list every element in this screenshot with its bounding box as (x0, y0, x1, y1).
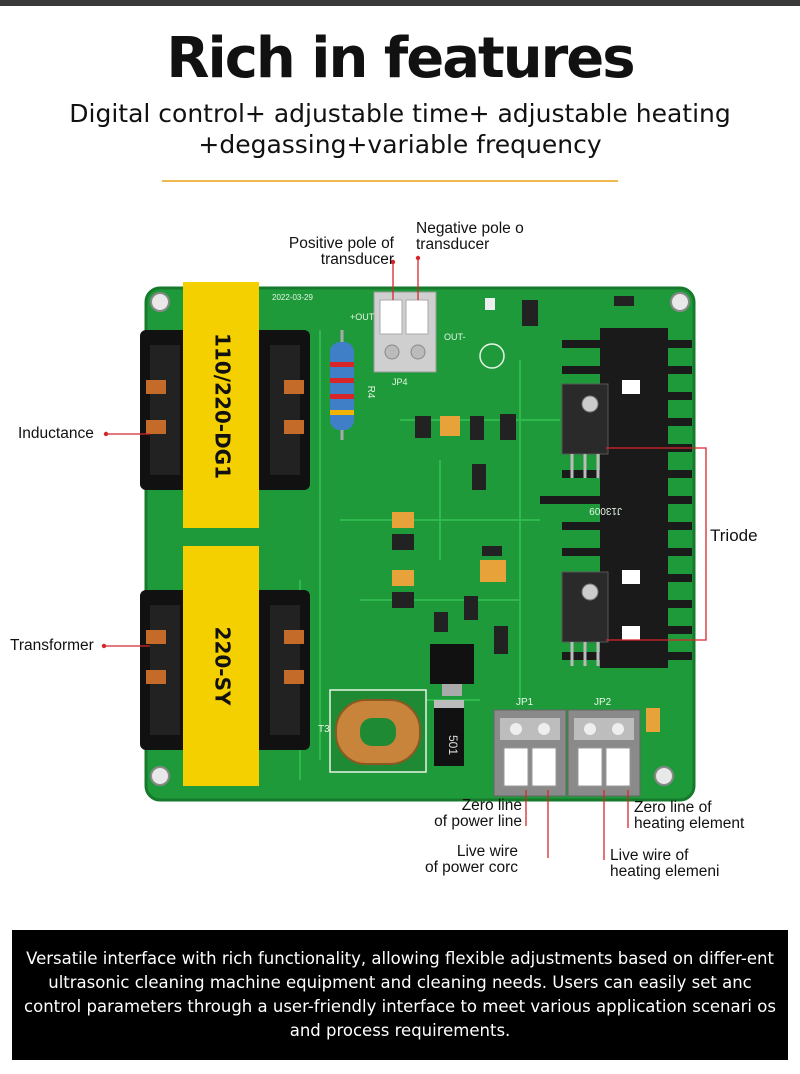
label-zero-line-heating: Zero line of heating element (634, 799, 745, 832)
connector-marking: JP4 (392, 377, 408, 387)
subtitle-line-2: +degassing+variable frequency (198, 130, 602, 159)
toroid-coil-t3: T3 (318, 689, 427, 773)
callout-dots (101, 255, 421, 649)
date-marking: 2022-03-29 (272, 293, 313, 302)
out-negative-marking: OUT- (444, 332, 466, 342)
out-positive-marking: +OUT (350, 312, 375, 322)
jp2-marking: JP2 (594, 697, 612, 708)
mounting-holes (150, 292, 690, 786)
label-live-wire-power: Live wire of power corc (424, 843, 518, 876)
resistor-r4: R4 (330, 330, 376, 440)
resistor-marking: R4 (365, 386, 376, 399)
transformer-marking: 220-SY (211, 627, 235, 706)
label-transformer: Transformer (10, 637, 94, 654)
title-divider (162, 180, 618, 182)
page-title: Rich in features (166, 26, 635, 91)
power-connector-jp1: JP1 (493, 697, 567, 797)
heating-connector-jp2: JP2 (567, 697, 641, 797)
triode-q2 (561, 571, 609, 666)
label-negative-pole: Negative pole o transducer (416, 220, 524, 253)
diode-marking: 501 (446, 735, 460, 755)
description-banner: Versatile interface with rich functional… (12, 930, 788, 1060)
label-zero-line-power: Zero line of power line (434, 797, 522, 830)
chip-marking: J13009 (589, 505, 622, 516)
subtitle-line-1: Digital control+ adjustable time+ adjust… (69, 99, 731, 128)
smd-components (392, 296, 660, 732)
inductor-marking: 110/220-DG1 (211, 333, 235, 479)
inductor-component: 110/220-DG1 (140, 282, 310, 528)
label-triode: Triode (710, 526, 758, 545)
jp1-marking: JP1 (516, 697, 534, 708)
page-subtitle: Digital control+ adjustable time+ adjust… (60, 98, 740, 160)
output-connector-jp4: JP4 +OUT OUT- (350, 291, 466, 387)
callout-lines (104, 256, 707, 860)
triode-q1 (561, 383, 609, 478)
label-live-wire-heating: Live wire of heating elemeni (610, 847, 720, 880)
transformer-component: 220-SY (140, 546, 310, 786)
label-inductance: Inductance (18, 425, 94, 442)
pcb-edge (144, 286, 696, 802)
t3-marking: T3 (318, 724, 330, 735)
diode-501: 501 (434, 700, 464, 766)
regulator-chip (430, 644, 474, 696)
top-border-bar (0, 0, 800, 6)
label-positive-pole: Positive pole of transducer (288, 235, 394, 268)
